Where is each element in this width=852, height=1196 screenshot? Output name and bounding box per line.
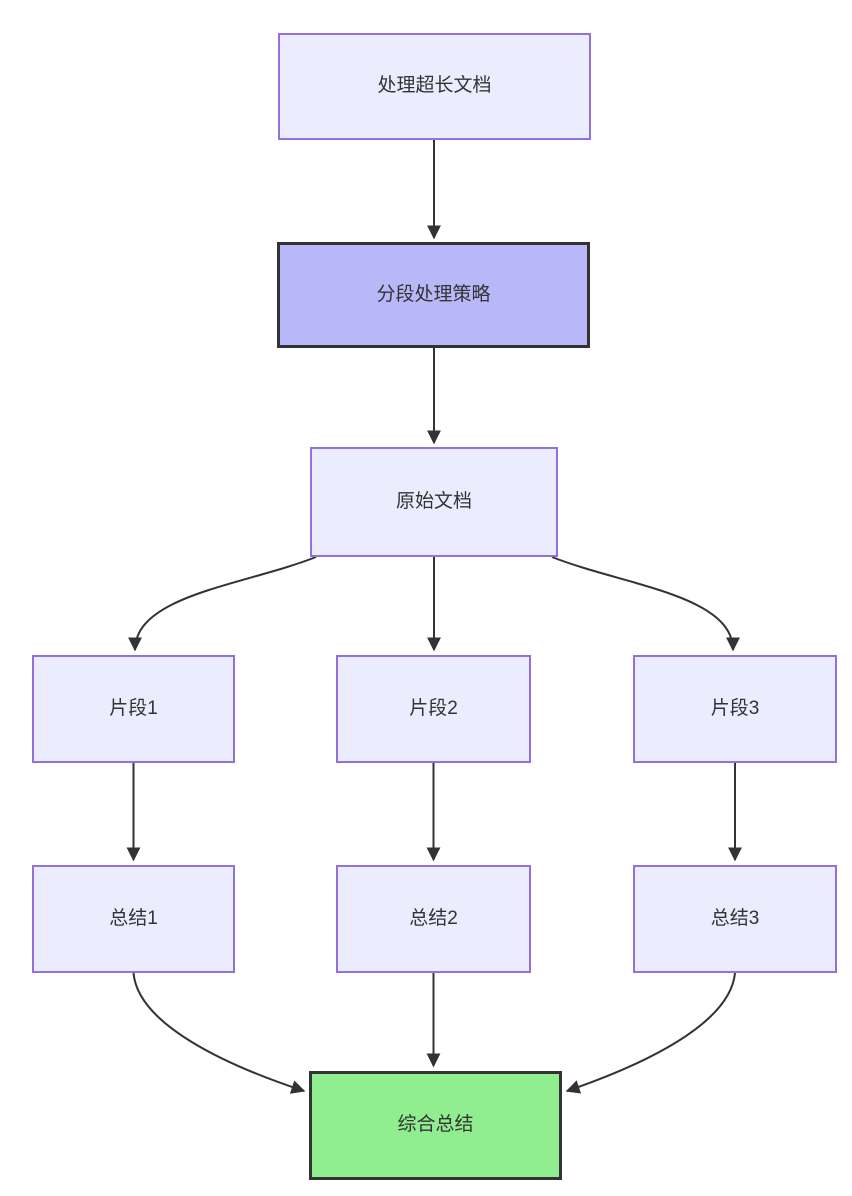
node-original-document: 原始文档	[310, 447, 558, 557]
node-summary-2: 总结2	[336, 865, 531, 973]
node-label: 片段3	[710, 697, 760, 719]
node-label: 片段1	[109, 697, 158, 719]
node-fragment-1: 片段1	[32, 655, 235, 763]
node-label: 原始文档	[395, 490, 472, 512]
node-label: 片段2	[409, 697, 458, 719]
node-label: 总结3	[710, 907, 760, 929]
edge-summary1-to-final	[132, 972, 306, 1094]
node-label: 综合总结	[397, 1114, 474, 1136]
node-fragment-2: 片段2	[336, 655, 531, 763]
node-combined-summary: 综合总结	[309, 1071, 562, 1180]
node-summary-1: 总结1	[32, 865, 235, 973]
node-label: 总结2	[409, 907, 458, 929]
edge-summary3-to-final	[565, 972, 736, 1094]
node-process-long-document: 处理超长文档	[278, 33, 591, 140]
node-label: 总结1	[109, 907, 158, 929]
node-label: 处理超长文档	[377, 75, 492, 97]
node-label: 分段处理策略	[376, 283, 491, 305]
node-fragment-3: 片段3	[633, 655, 837, 763]
node-segment-processing-strategy: 分段处理策略	[277, 242, 590, 348]
edge-original-to-fragment3	[551, 556, 740, 652]
edge-original-to-fragment1	[128, 556, 317, 652]
node-summary-3: 总结3	[633, 865, 837, 973]
